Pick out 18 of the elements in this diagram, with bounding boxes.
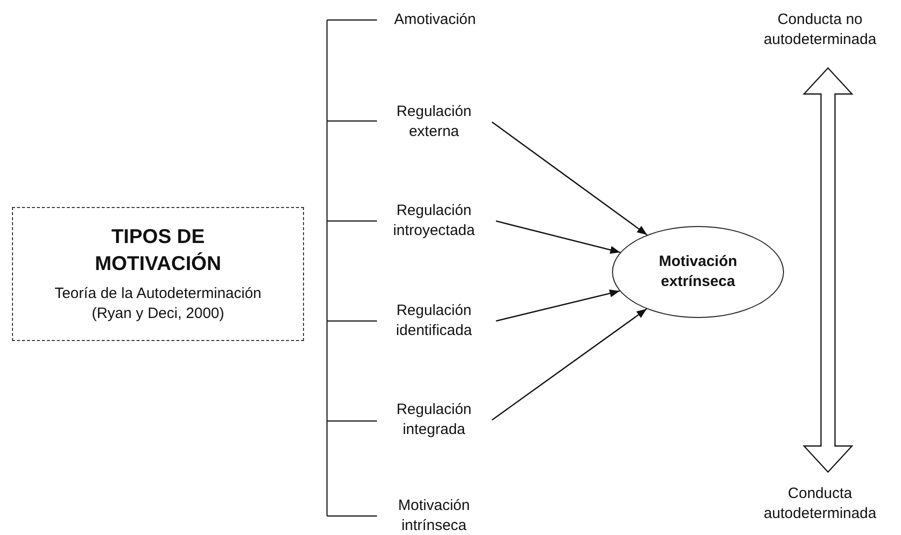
arrow bbox=[492, 308, 648, 421]
category-label: Conducta no autodeterminada bbox=[762, 10, 878, 50]
category-label: Motivación intrínseca bbox=[397, 496, 471, 535]
arrow bbox=[496, 220, 620, 254]
double-arrow bbox=[802, 67, 854, 473]
box-heading: TIPOS DE MOTIVACIÓN bbox=[94, 225, 222, 277]
category-label: Regulación externa bbox=[395, 102, 473, 142]
category-label: Regulación identificada bbox=[395, 301, 473, 341]
category-label: Regulación introyectada bbox=[392, 201, 476, 241]
category-label: Conducta autodeterminada bbox=[762, 484, 878, 524]
subtitle: Teoría de la Autodeterminación (Ryan y Deci, 2000) bbox=[54, 284, 262, 324]
ellipse-label: Motivación extrínseca bbox=[658, 252, 738, 292]
title-box bbox=[12, 207, 304, 341]
category-label: Amotivación bbox=[393, 10, 477, 30]
arrow bbox=[496, 289, 620, 322]
arrow bbox=[492, 121, 648, 236]
category-label: Regulación integrada bbox=[395, 400, 473, 440]
motivation-ellipse bbox=[612, 226, 784, 318]
